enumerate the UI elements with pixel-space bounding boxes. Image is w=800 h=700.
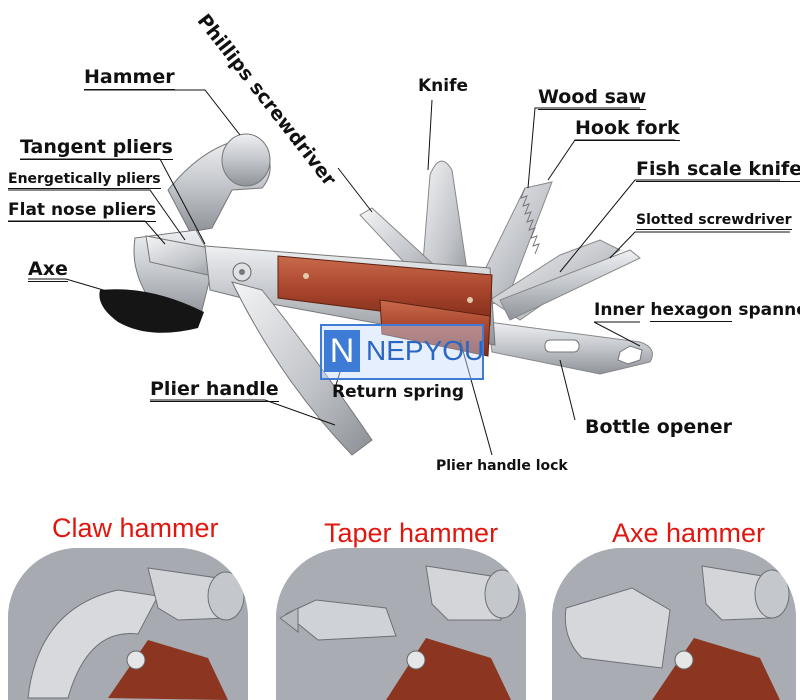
label-wood-saw: Wood saw bbox=[538, 86, 647, 110]
label-plier-handle-lock: Plier handle lock bbox=[436, 458, 568, 474]
label-inner-hexagon-suffix: spanner bbox=[738, 300, 800, 320]
leader-lines bbox=[8, 89, 790, 456]
label-return-spring: Return spring bbox=[332, 382, 465, 402]
watermark-text: NEPYOU bbox=[366, 335, 485, 366]
label-inner-hexagon-spanner: Inner hexagon spanner bbox=[594, 300, 800, 322]
variant-taper-hammer-title: Taper hammer bbox=[324, 518, 499, 548]
label-energetically-pliers: Energetically pliers bbox=[8, 171, 161, 189]
label-flat-nose-pliers: Flat nose pliers bbox=[8, 200, 157, 222]
label-bottle-opener: Bottle opener bbox=[585, 416, 733, 438]
label-axe: Axe bbox=[28, 258, 68, 282]
label-inner-hexagon-word: hexagon bbox=[650, 300, 733, 322]
hammer-head bbox=[167, 133, 271, 233]
label-tangent-pliers: Tangent pliers bbox=[20, 136, 173, 160]
axe-hammer-photo bbox=[552, 548, 796, 700]
label-slotted-screwdriver: Slotted screwdriver bbox=[636, 212, 792, 230]
variant-axe-hammer-title: Axe hammer bbox=[612, 518, 766, 548]
label-knife: Knife bbox=[418, 76, 469, 96]
label-hammer: Hammer bbox=[84, 66, 175, 90]
slotted-screwdriver-blade bbox=[499, 249, 641, 321]
label-inner-hexagon-prefix: Inner bbox=[594, 300, 651, 320]
variant-claw-hammer-title: Claw hammer bbox=[52, 513, 219, 543]
claw-hammer-photo bbox=[8, 548, 248, 700]
hexagon-spanner-blade bbox=[487, 321, 653, 375]
tool-body bbox=[204, 245, 496, 357]
plier-handle bbox=[231, 281, 373, 456]
label-plier-handle: Plier handle bbox=[150, 378, 279, 402]
watermark-letter: N bbox=[324, 330, 360, 372]
taper-hammer-photo bbox=[276, 548, 526, 700]
nepyou-watermark-logo: N NEPYOU bbox=[320, 324, 484, 380]
label-hook-fork: Hook fork bbox=[575, 117, 680, 141]
label-fish-scale-knife: Fish scale knife bbox=[636, 158, 800, 182]
